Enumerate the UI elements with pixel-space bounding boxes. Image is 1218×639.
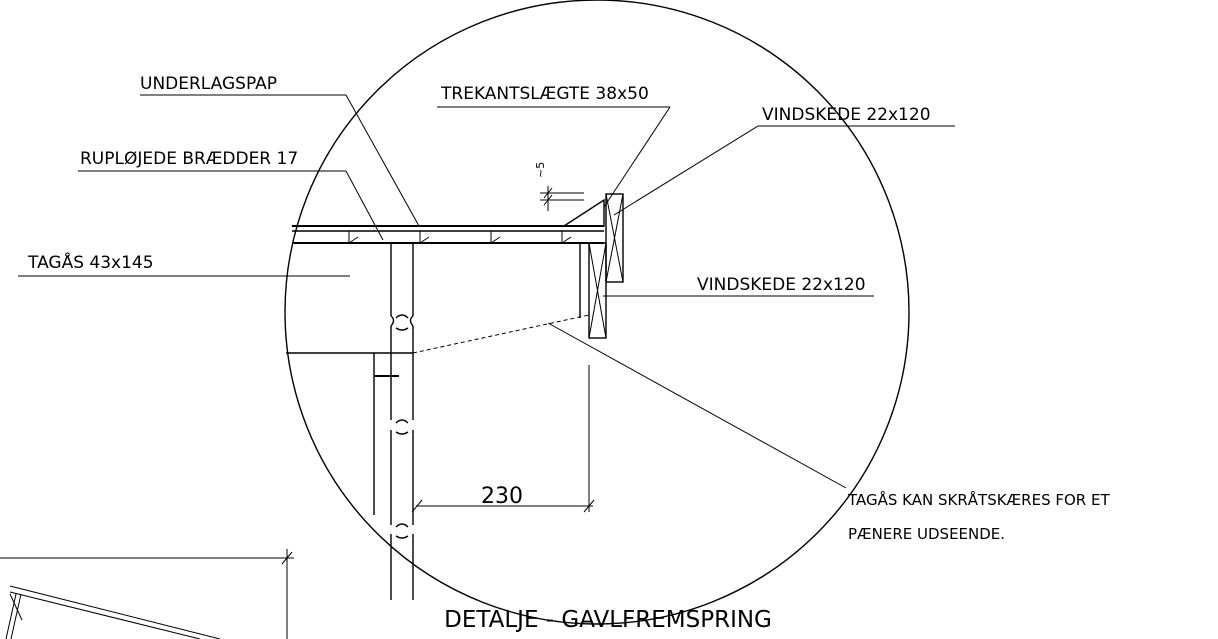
leader-trekantslaegte xyxy=(437,106,671,208)
dimension-5-label: ~5 xyxy=(534,162,547,178)
label-tagaas: TAGÅS 43x145 xyxy=(27,251,154,273)
wall-post xyxy=(373,243,414,600)
overview-fragment xyxy=(0,549,294,639)
fascia-board-top xyxy=(605,193,624,283)
label-vindskede-top: VINDSKEDE 22x120 xyxy=(762,105,931,125)
leader-vindskede-top xyxy=(613,125,955,216)
purlin xyxy=(286,243,590,354)
leader-skraa xyxy=(547,322,847,489)
roof-boards xyxy=(292,225,604,244)
label-skraa-line1: TAGÅS KAN SKRÅTSKÆRES FOR ET xyxy=(847,490,1110,509)
detail-circle xyxy=(284,0,910,625)
label-trekantslaegte: TREKANTSLÆGTE 38x50 xyxy=(440,84,649,104)
drawing-title: DETALJE - GAVLFREMSPRING xyxy=(444,607,772,633)
label-ruploejede: RUPLØJEDE BRÆDDER 17 xyxy=(80,149,298,169)
dimension-5 xyxy=(540,186,584,211)
dimension-230-label: 230 xyxy=(481,484,523,509)
triangular-batten xyxy=(561,198,605,227)
dimension-230 xyxy=(411,365,595,513)
label-vindskede-side: VINDSKEDE 22x120 xyxy=(697,275,866,295)
label-underlagspap: UNDERLAGSPAP xyxy=(140,74,277,94)
leader-underlagspap xyxy=(140,94,420,227)
fascia-board-side xyxy=(588,242,607,339)
label-skraa-line2: PÆNERE UDSEENDE. xyxy=(848,525,1005,543)
leader-ruploejede xyxy=(78,170,384,241)
